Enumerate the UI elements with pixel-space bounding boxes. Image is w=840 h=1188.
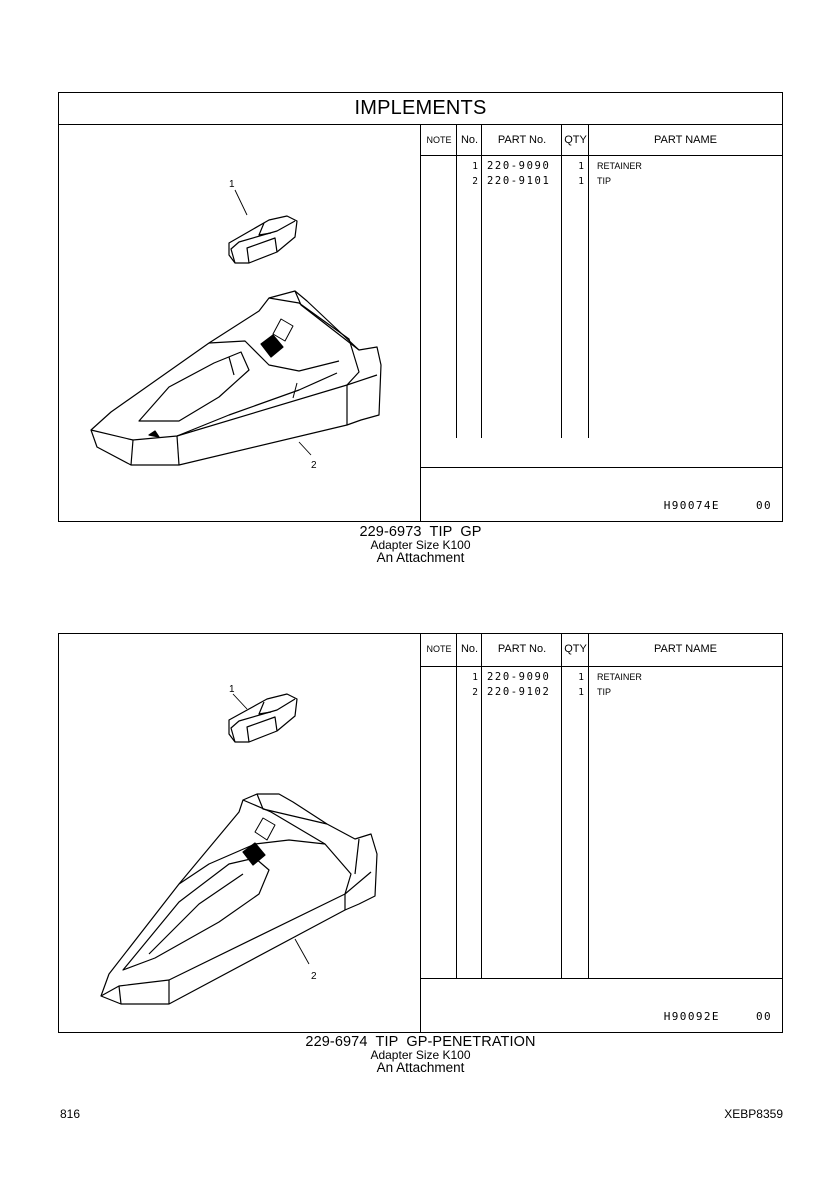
header-no: No. xyxy=(460,643,479,655)
drawing-code: H90074E 00 xyxy=(663,499,772,512)
callout-2: 2 xyxy=(311,971,317,982)
row-part-no: 220-9101 xyxy=(487,175,551,187)
row-part-no: 220-9090 xyxy=(487,671,551,683)
group-title: 229-6974 TIP GP-PENETRATION xyxy=(305,1034,536,1050)
header-note: NOTE xyxy=(426,135,452,145)
row-part-name: RETAINER xyxy=(597,161,642,171)
table-header: NOTE No. PART No. QTY PART NAME xyxy=(421,125,782,156)
table-row: 2 220-9101 1 TIP xyxy=(421,174,782,189)
qty-column xyxy=(562,634,589,979)
row-qty: 1 xyxy=(578,161,584,172)
page-number: 816 xyxy=(60,1107,81,1121)
table-header: NOTE No. PART No. QTY PART NAME xyxy=(421,634,782,667)
parts-illustration: 1 2 xyxy=(59,634,421,1032)
document-code: XEBP8359 xyxy=(724,1107,783,1121)
row-no: 2 xyxy=(472,176,478,187)
panel-body: 1 2 NOTE No. PART No. QTY PART NAME 1 22… xyxy=(59,125,782,521)
table-row: 1 220-9090 1 RETAINER xyxy=(421,670,782,685)
callout-1: 1 xyxy=(229,684,235,695)
group-caption-1: 229-6973 TIP GP Adapter Size K100 An Att… xyxy=(58,524,783,565)
row-part-no: 220-9102 xyxy=(487,686,551,698)
row-qty: 1 xyxy=(578,672,584,683)
group-attachment: An Attachment xyxy=(376,1060,465,1075)
callout-1: 1 xyxy=(229,179,235,190)
row-part-no: 220-9090 xyxy=(487,160,551,172)
header-qty: QTY xyxy=(564,643,587,655)
group-title: 229-6973 TIP GP xyxy=(359,524,482,540)
header-part-name: PART NAME xyxy=(654,134,717,146)
no-column xyxy=(457,634,482,979)
header-part-name: PART NAME xyxy=(654,643,717,655)
tip-illustration-drawing: 1 2 xyxy=(90,179,382,471)
row-part-name: TIP xyxy=(597,687,612,697)
header-qty: QTY xyxy=(564,134,587,146)
note-column xyxy=(421,634,457,979)
table-footer: H90074E 00 xyxy=(421,467,782,521)
row-no: 1 xyxy=(472,672,478,683)
group-subtitle: Adapter Size K100 xyxy=(370,1048,471,1062)
row-qty: 1 xyxy=(578,176,584,187)
header-part-no: PART No. xyxy=(497,134,547,146)
group-caption-2: 229-6974 TIP GP-PENETRATION Adapter Size… xyxy=(58,1034,783,1075)
group-attachment: An Attachment xyxy=(376,550,465,565)
header-part-no: PART No. xyxy=(497,643,547,655)
parts-table: NOTE No. PART No. QTY PART NAME 1 220-90… xyxy=(421,634,782,979)
table-footer: H90092E 00 xyxy=(421,978,782,1032)
row-no: 2 xyxy=(472,687,478,698)
parts-panel-1: IMPLEMENTS xyxy=(58,92,783,522)
parts-panel-2: 1 2 NOTE No. PART No. QTY PART NAME 1 22… xyxy=(58,633,783,1033)
group-subtitle: Adapter Size K100 xyxy=(370,538,471,552)
table-row: 1 220-9090 1 RETAINER xyxy=(421,159,782,174)
page-title: IMPLEMENTS xyxy=(59,93,782,125)
row-qty: 1 xyxy=(578,687,584,698)
part-no-column xyxy=(482,125,562,438)
row-no: 1 xyxy=(472,161,478,172)
row-part-name: RETAINER xyxy=(597,672,642,682)
header-note: NOTE xyxy=(426,644,452,654)
row-part-name: TIP xyxy=(597,176,612,186)
header-no: No. xyxy=(460,134,479,146)
note-column xyxy=(421,125,457,438)
drawing-code: H90092E 00 xyxy=(663,1010,772,1023)
no-column xyxy=(457,125,482,438)
penetration-tip-illustration-drawing: 1 2 xyxy=(100,684,378,1005)
part-no-column xyxy=(482,634,562,979)
panel-body: 1 2 NOTE No. PART No. QTY PART NAME 1 22… xyxy=(59,634,782,1032)
table-row: 2 220-9102 1 TIP xyxy=(421,685,782,700)
callout-2: 2 xyxy=(311,460,317,471)
parts-illustration: 1 2 xyxy=(59,125,421,521)
parts-table: NOTE No. PART No. QTY PART NAME 1 220-90… xyxy=(421,125,782,438)
qty-column xyxy=(562,125,589,438)
